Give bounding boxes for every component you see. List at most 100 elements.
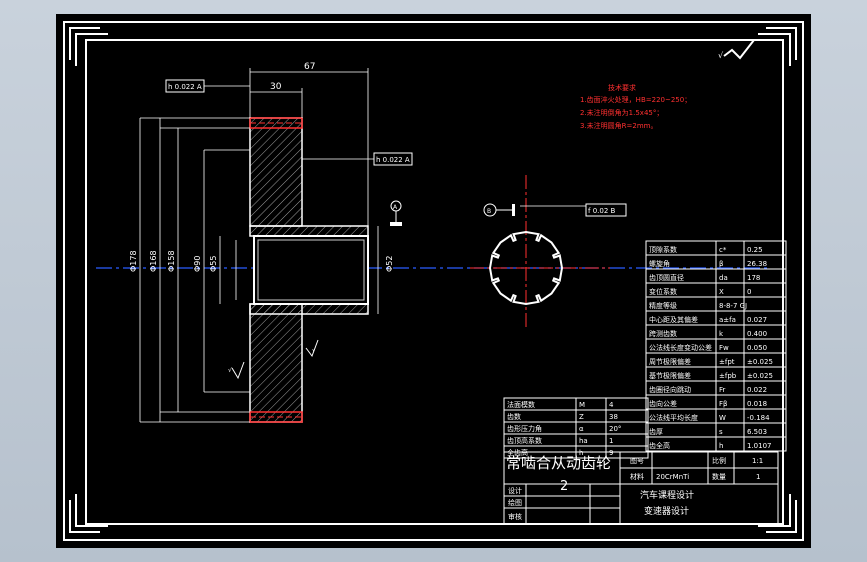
params-right-cell: 公法线平均长度 bbox=[649, 413, 698, 422]
params-right-cell: 顶隙系数 bbox=[649, 245, 677, 254]
scale-label: 比例 bbox=[712, 456, 726, 465]
svg-text:√: √ bbox=[228, 367, 232, 374]
params-right-cell: 精度等级 bbox=[649, 301, 677, 310]
params-right-cell: Fβ bbox=[719, 400, 728, 408]
check-label: 审核 bbox=[508, 512, 522, 521]
params-right-cell: 0.018 bbox=[747, 400, 767, 408]
params-right-cell: 螺旋角 bbox=[649, 259, 670, 268]
part-name: 常啮合从动齿轮 bbox=[506, 454, 611, 472]
dim-d3: Φ158 bbox=[167, 250, 176, 272]
params-main-cell: 法面模数 bbox=[507, 400, 535, 409]
params-right-cell: a±fa bbox=[719, 316, 736, 324]
draw-label: 绘图 bbox=[508, 498, 522, 507]
params-right-cell: 基节极限偏差 bbox=[649, 371, 691, 380]
params-right-cell: 0.050 bbox=[747, 344, 767, 352]
dim-d5: Φ55 bbox=[209, 256, 218, 272]
params-right-cell: c* bbox=[719, 246, 727, 254]
params-right-cell: W bbox=[719, 414, 726, 422]
params-right-cell: Fw bbox=[719, 344, 729, 352]
outer-border bbox=[63, 21, 804, 541]
params-right-cell: 齿向公差 bbox=[649, 399, 677, 408]
tech-requirements: 技术要求 1.齿面淬火处理，HB=220~250； 2.未注明倒角为1.5x45… bbox=[580, 83, 691, 130]
spline-view bbox=[470, 175, 610, 330]
material-value: 20CrMnTi bbox=[656, 473, 689, 481]
svg-text:h 0.022 A: h 0.022 A bbox=[376, 156, 410, 164]
design-label: 设计 bbox=[508, 486, 522, 495]
roughness-left: √ bbox=[228, 361, 245, 380]
params-right-cell: da bbox=[719, 274, 728, 282]
subject-name: 变速器设计 bbox=[644, 505, 689, 517]
params-right-cell: ±0.025 bbox=[747, 372, 773, 380]
tolerance-frame-top: h 0.022 A bbox=[165, 79, 250, 93]
params-right-cell: 1.0107 bbox=[747, 442, 772, 450]
svg-text:h 0.022 A: h 0.022 A bbox=[168, 83, 202, 91]
params-right-cell: 0.027 bbox=[747, 316, 767, 324]
params-main-cell: 20° bbox=[609, 425, 621, 433]
scale-value: 1:1 bbox=[752, 457, 763, 465]
params-right-cell: 齿顶圆直径 bbox=[649, 273, 684, 282]
course-name: 汽车课程设计 bbox=[640, 489, 694, 501]
part-number: 2 bbox=[560, 479, 568, 494]
corner-marks bbox=[69, 27, 797, 533]
params-right-cell: 178 bbox=[747, 274, 760, 282]
material-label: 材料 bbox=[630, 472, 644, 481]
params-right-cell: 0 bbox=[747, 288, 751, 296]
svg-text:1.齿面淬火处理，HB=220~250；: 1.齿面淬火处理，HB=220~250； bbox=[580, 95, 691, 104]
dim-top-overall: 67 bbox=[304, 62, 315, 72]
roughness-symbol: √ bbox=[718, 39, 755, 60]
dim-d1: Φ178 bbox=[129, 250, 138, 272]
params-right-cell: β bbox=[719, 260, 723, 268]
gear-section-view bbox=[249, 117, 369, 423]
params-right-cell: ±fpt bbox=[719, 358, 735, 366]
dim-d4: Φ90 bbox=[193, 256, 202, 272]
qty-value: 1 bbox=[756, 473, 760, 481]
params-right-cell: 周节极限偏差 bbox=[649, 357, 691, 366]
svg-text:2.未注明倒角为1.5x45°；: 2.未注明倒角为1.5x45°； bbox=[580, 108, 663, 117]
params-right-cell: 0.022 bbox=[747, 386, 767, 394]
params-main-cell: 9 bbox=[609, 449, 613, 457]
svg-text:B: B bbox=[487, 208, 491, 215]
params-right-cell: ±fpb bbox=[719, 372, 737, 380]
params-right-cell: 齿厚 bbox=[649, 428, 663, 436]
params-main-cell: 1 bbox=[609, 437, 613, 445]
dimension-lines bbox=[139, 68, 379, 423]
tolerance-frame-right: f 0.02 B bbox=[585, 203, 627, 217]
params-main-cell: 4 bbox=[609, 401, 614, 409]
params-main-cell: 38 bbox=[609, 413, 618, 421]
params-right-cell: 0.400 bbox=[747, 330, 767, 338]
params-right-cell: 26.38 bbox=[747, 260, 767, 268]
datum-a: A bbox=[390, 200, 402, 226]
params-right-cell: 齿全高 bbox=[649, 441, 670, 450]
params-right-cell: -0.184 bbox=[747, 414, 770, 422]
title-block bbox=[503, 451, 779, 525]
params-right-cell: 6.503 bbox=[747, 428, 767, 436]
svg-text:3.未注明圆角R=2mm。: 3.未注明圆角R=2mm。 bbox=[580, 121, 658, 130]
params-right-cell: Fr bbox=[719, 386, 726, 394]
params-main-cell: α bbox=[579, 425, 584, 433]
params-right-cell: 0.25 bbox=[747, 246, 763, 254]
dim-d2: Φ168 bbox=[149, 250, 158, 272]
drawing-sheet bbox=[56, 14, 811, 548]
params-right-cell: 8-8-7 GJ bbox=[719, 302, 747, 310]
params-right-cell: h bbox=[719, 442, 723, 450]
params-right-cell: ±0.025 bbox=[747, 358, 773, 366]
params-main-cell: h bbox=[579, 449, 583, 457]
roughness-right: √ bbox=[305, 339, 319, 358]
params-right-cell: k bbox=[719, 330, 724, 338]
params-right-cell: 跨测齿数 bbox=[649, 329, 677, 338]
params-right-cell: 中心距及其偏差 bbox=[649, 315, 698, 324]
svg-text:f 0.02 B: f 0.02 B bbox=[588, 207, 616, 215]
params-main-cell: 齿数 bbox=[507, 412, 521, 421]
params-right-cell: X bbox=[719, 288, 724, 296]
params-right-cell: 变位系数 bbox=[649, 287, 677, 296]
params-right-cell: 公法线长度变动公差 bbox=[649, 343, 712, 352]
svg-text:A: A bbox=[393, 204, 398, 211]
qty-label: 数量 bbox=[712, 472, 726, 481]
svg-text:技术要求: 技术要求 bbox=[608, 83, 636, 92]
params-main-cell: M bbox=[579, 401, 585, 409]
params-main-cell: 齿顶高系数 bbox=[507, 436, 542, 445]
svg-text:√: √ bbox=[718, 51, 724, 60]
dim-d6: Φ52 bbox=[385, 256, 394, 272]
params-main-cell: 齿形压力角 bbox=[507, 424, 542, 433]
dim-top-hub: 30 bbox=[270, 82, 282, 92]
